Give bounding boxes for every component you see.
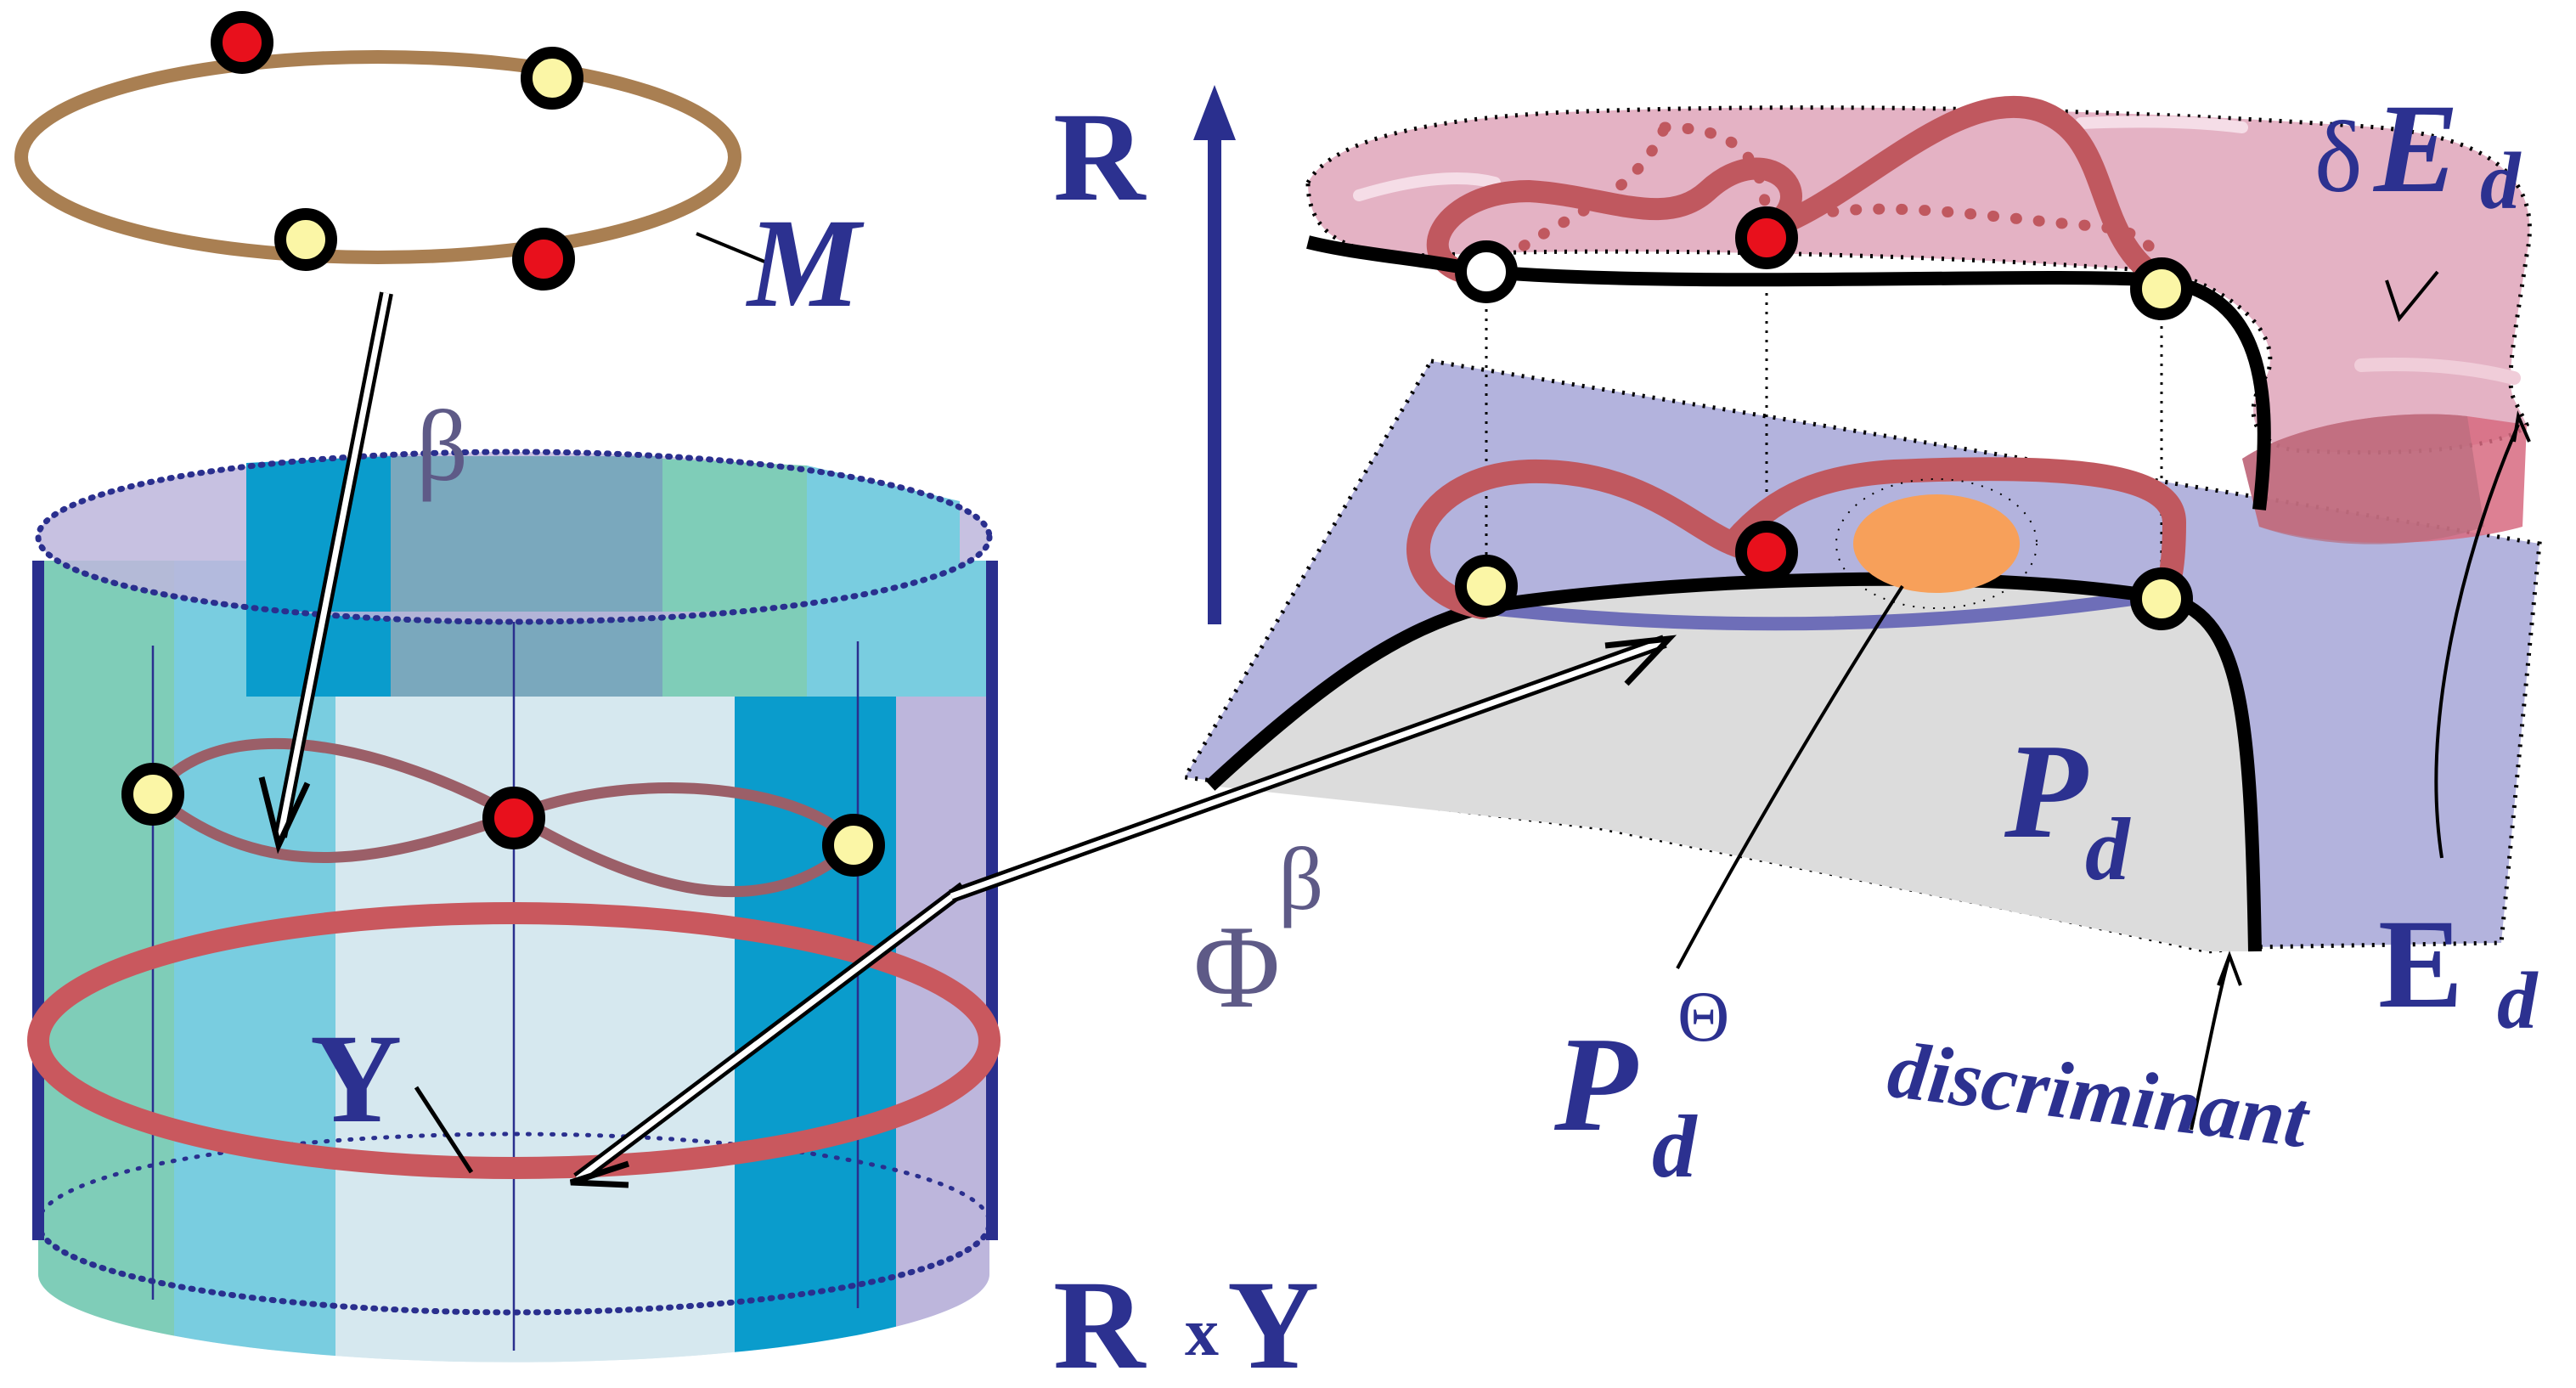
label-r: R bbox=[1053, 87, 1147, 228]
label-y: Y bbox=[310, 1008, 402, 1149]
delta-ed-pointer bbox=[2385, 270, 2439, 323]
upper-loop bbox=[1426, 95, 2173, 291]
upper-point-yellow bbox=[2130, 257, 2193, 320]
label-phi: Φ bbox=[1193, 901, 1280, 1033]
point-yellow-left bbox=[121, 763, 184, 826]
bottom-rim-back bbox=[36, 1131, 992, 1226]
y-pointer bbox=[414, 1086, 474, 1174]
label-rxy-y: Y bbox=[1227, 1255, 1319, 1388]
label-delta-e-sub: d bbox=[2480, 136, 2522, 226]
m-point-red-1 bbox=[211, 11, 273, 74]
label-phi-sup: β bbox=[1278, 829, 1323, 928]
label-m: M bbox=[746, 193, 865, 334]
lower-point-red bbox=[1735, 521, 1798, 584]
label-pd-theta-sub: d bbox=[1652, 1097, 1698, 1196]
lower-loop bbox=[1406, 457, 2187, 619]
label-pd-theta-sup: Θ bbox=[1677, 977, 1729, 1057]
gray-region bbox=[1210, 578, 2255, 951]
beta-map-arrow bbox=[258, 291, 393, 855]
r-axis bbox=[1193, 85, 1236, 624]
upper-point-white bbox=[1455, 240, 1518, 303]
point-red-center bbox=[482, 787, 545, 849]
m-point-yellow-1 bbox=[521, 47, 583, 110]
label-rxy-x: x bbox=[1185, 1295, 1219, 1370]
label-discriminant: discriminant bbox=[1883, 1024, 2314, 1165]
upper-point-red bbox=[1735, 206, 1798, 269]
pd-theta-pointer bbox=[1676, 584, 1904, 969]
label-pd-theta: P bbox=[1553, 1008, 1638, 1159]
label-delta-e: E bbox=[2372, 78, 2459, 219]
m-point-red-2 bbox=[512, 228, 575, 291]
double-arrow-diagonal-icon bbox=[569, 635, 1677, 1188]
label-pd-sub: d bbox=[2085, 799, 2131, 899]
m-point-yellow-2 bbox=[274, 208, 337, 271]
label-ed-sub: d bbox=[2497, 956, 2539, 1046]
lower-point-yellow-left bbox=[1455, 555, 1518, 618]
ed-pointer bbox=[2434, 424, 2520, 859]
discriminant-curve-lower bbox=[1205, 572, 2262, 952]
label-rxy-r: R bbox=[1053, 1255, 1147, 1388]
cylinder-rxy bbox=[27, 449, 1001, 1363]
m-loop-group bbox=[14, 11, 769, 291]
m-loop bbox=[14, 50, 741, 264]
y-ring bbox=[27, 902, 1001, 1179]
point-yellow-right bbox=[822, 814, 885, 877]
sun-blob-icon bbox=[1835, 478, 2038, 609]
top-rim bbox=[35, 449, 993, 625]
discriminant-curve-upper bbox=[1306, 235, 2271, 511]
lower-point-yellow-right bbox=[2130, 567, 2193, 630]
label-ed: E bbox=[2378, 894, 2463, 1035]
label-delta: δ bbox=[2314, 100, 2363, 213]
labels: M β R δ E d Y R x Y Φ β P d P Θ d E d di… bbox=[310, 78, 2539, 1388]
label-pd: P bbox=[2004, 715, 2088, 866]
right-figure bbox=[1181, 95, 2542, 1131]
label-beta: β bbox=[416, 389, 468, 502]
m-pointer bbox=[696, 232, 769, 265]
discriminant-pointer bbox=[2190, 955, 2231, 1131]
arrow-up-icon bbox=[1193, 85, 1236, 140]
